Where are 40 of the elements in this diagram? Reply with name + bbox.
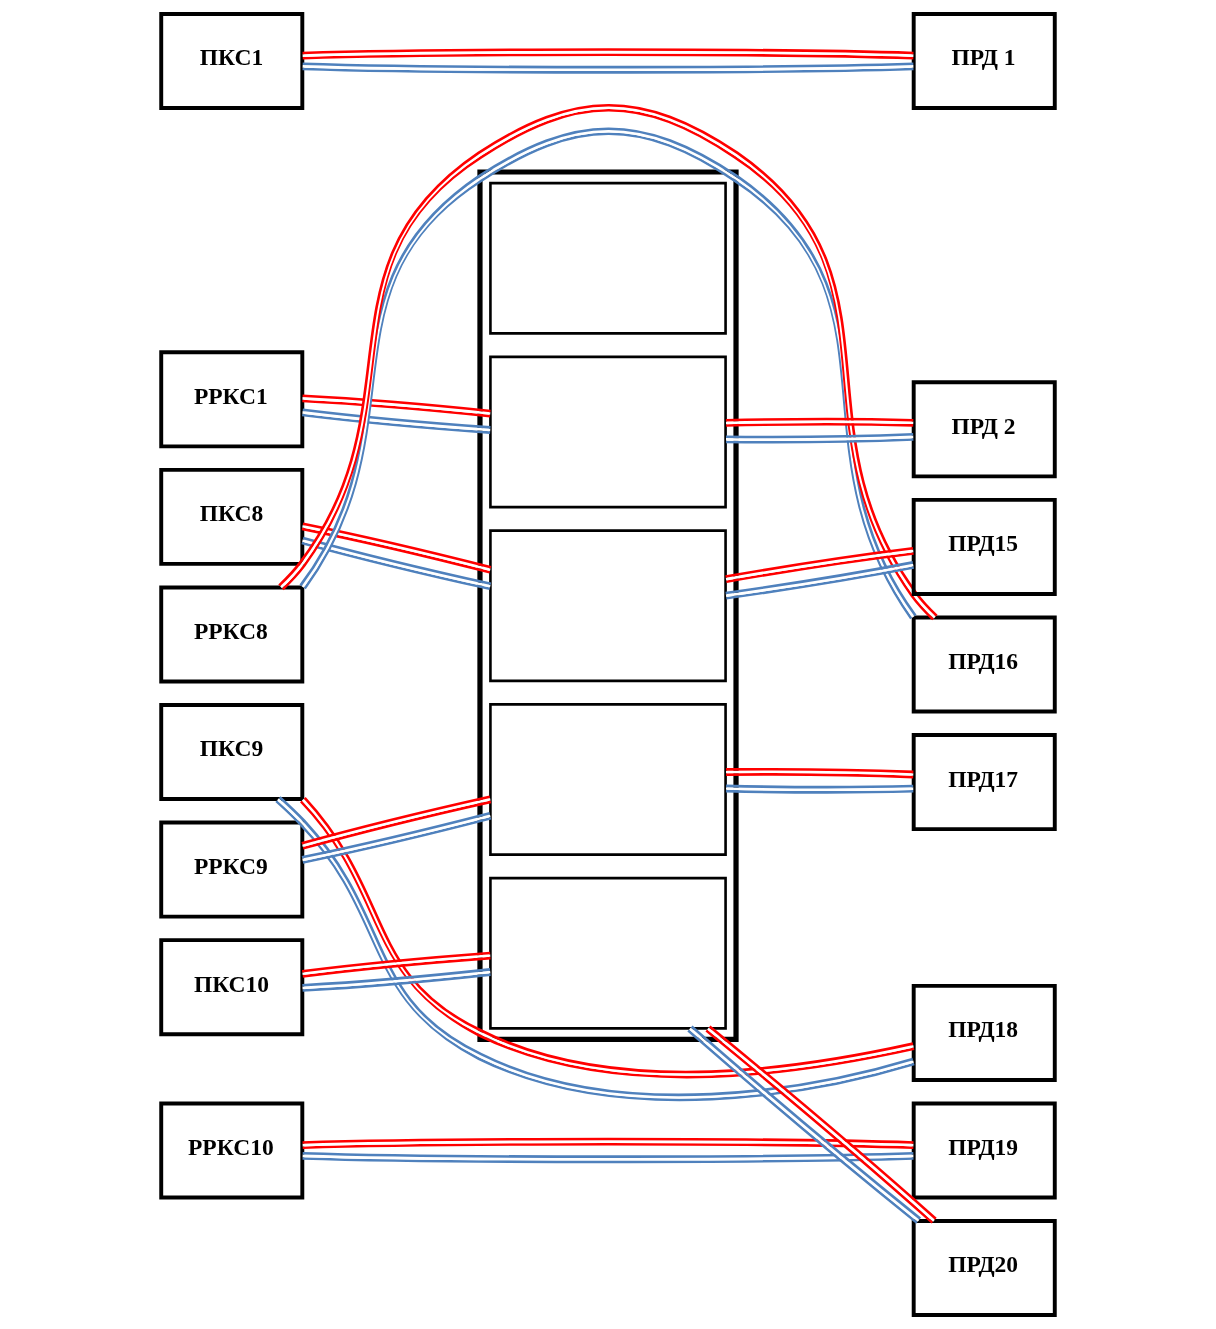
node-box: РРКС10: [159, 1101, 305, 1200]
connector: [302, 1151, 914, 1164]
node-box: ПРД 1: [911, 11, 1057, 110]
connector: [725, 767, 914, 779]
connector: [725, 432, 914, 444]
node-box: ПРД20: [911, 1219, 1057, 1318]
cluster: [477, 169, 739, 1043]
connector: [301, 522, 492, 574]
node-box: ПРД17: [911, 733, 1057, 832]
connector: [301, 795, 492, 850]
node-box: ПРД19: [911, 1101, 1057, 1200]
node-box: [489, 355, 727, 509]
node-box: РРКС1: [159, 350, 305, 449]
connector: [302, 408, 491, 434]
connector: [725, 784, 914, 794]
node-box: [489, 876, 727, 1030]
node-box: ПРД 2: [911, 380, 1057, 479]
node-box: ПКС9: [159, 703, 305, 801]
connector: [301, 811, 492, 864]
node-box: ПКС1: [159, 11, 305, 110]
node-box: [489, 529, 727, 683]
connector: [302, 1137, 914, 1149]
connector: [302, 951, 491, 978]
node-box: ПКС8: [159, 467, 305, 566]
node-box: РРКС8: [159, 585, 305, 684]
connector: [302, 968, 491, 992]
node-box: ПРД15: [911, 497, 1057, 596]
node-box: [489, 181, 727, 335]
node-box: ПКС10: [159, 938, 305, 1037]
connector: [302, 394, 491, 418]
connector: [301, 536, 492, 591]
node-box: ПРД18: [911, 983, 1057, 1082]
connector: [302, 48, 914, 60]
connector: [302, 62, 914, 74]
node-box: РРКС9: [159, 820, 305, 919]
connector: [725, 561, 914, 600]
node-box: [489, 703, 727, 856]
node-box: ПРД16: [911, 615, 1057, 714]
connector: [725, 546, 914, 583]
connector: [725, 417, 914, 427]
